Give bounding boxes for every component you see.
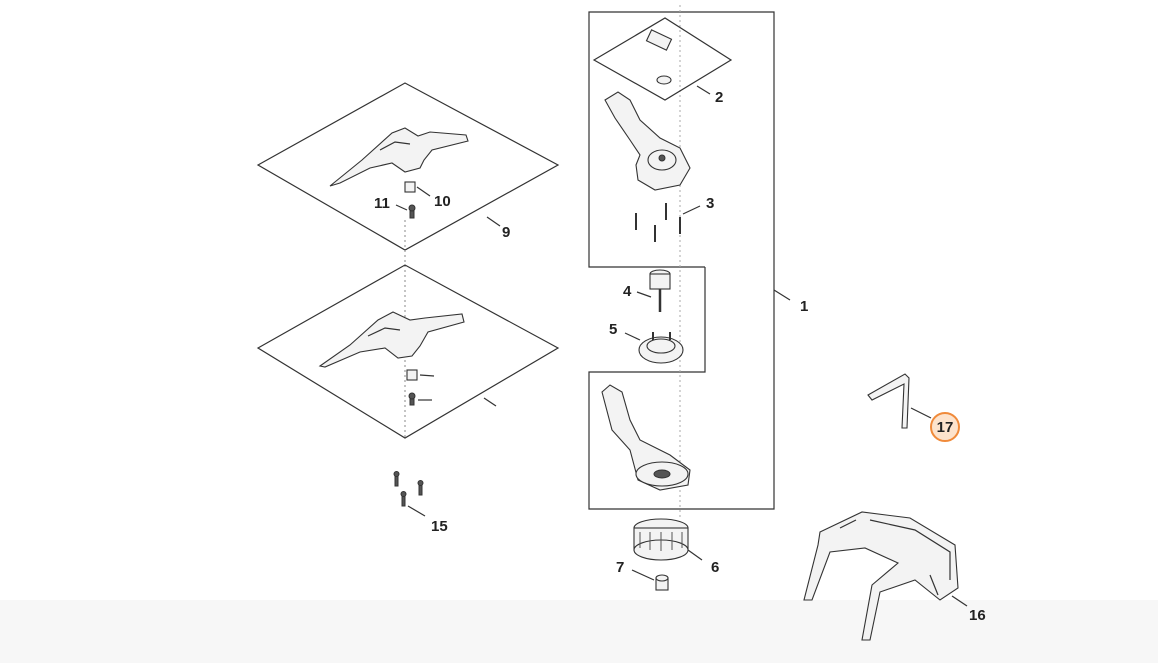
housing-assembly-1 — [588, 5, 791, 520]
throttle-lever-upper — [329, 127, 469, 187]
safety-glasses-16 — [803, 511, 968, 641]
ring-5 — [624, 332, 684, 364]
callout-17-circle — [930, 412, 960, 442]
callout-6[interactable]: 6 — [711, 559, 719, 576]
callout-7[interactable]: 7 — [616, 559, 624, 576]
callout-9[interactable]: 9 — [502, 224, 510, 241]
background-fade — [0, 600, 1158, 663]
callout-10[interactable]: 10 — [434, 193, 451, 210]
callout-17[interactable]: 17 — [937, 419, 954, 436]
gasket-part — [645, 29, 673, 51]
callout-1[interactable]: 1 — [800, 298, 808, 315]
callout-3[interactable]: 3 — [706, 195, 714, 212]
callout-11[interactable]: 11 — [374, 195, 390, 212]
callout-17-highlight[interactable]: 17 — [930, 412, 960, 442]
housing-upper — [604, 91, 691, 191]
lever-detail-upper — [379, 141, 411, 151]
callout-5[interactable]: 5 — [609, 321, 617, 338]
kit-lower-group — [256, 264, 560, 439]
callout-2[interactable]: 2 — [715, 89, 723, 106]
kit-2-bag-outline — [592, 17, 733, 101]
spool-6 — [633, 518, 703, 561]
callout-4[interactable]: 4 — [623, 283, 632, 300]
callout-15[interactable]: 15 — [431, 518, 448, 535]
screws-15 — [393, 471, 426, 517]
lever-detail-lower — [367, 327, 401, 337]
callout-16[interactable]: 16 — [969, 607, 986, 624]
kit-9-group — [256, 82, 560, 440]
nut-lower — [406, 369, 418, 381]
screw-11-head — [408, 204, 416, 212]
kit-lower-bag-outline — [256, 264, 560, 439]
cap-7 — [631, 569, 669, 591]
kit-9-bag-outline — [256, 82, 560, 251]
hex-key-17 — [867, 373, 932, 429]
nut-10 — [404, 181, 416, 193]
shaft-4 — [636, 269, 671, 312]
throttle-lever-lower — [318, 311, 465, 368]
screw-lower-head — [408, 392, 416, 400]
screws-3 — [635, 203, 701, 242]
washer-part — [656, 75, 672, 85]
assembly-1-frame — [588, 11, 775, 510]
